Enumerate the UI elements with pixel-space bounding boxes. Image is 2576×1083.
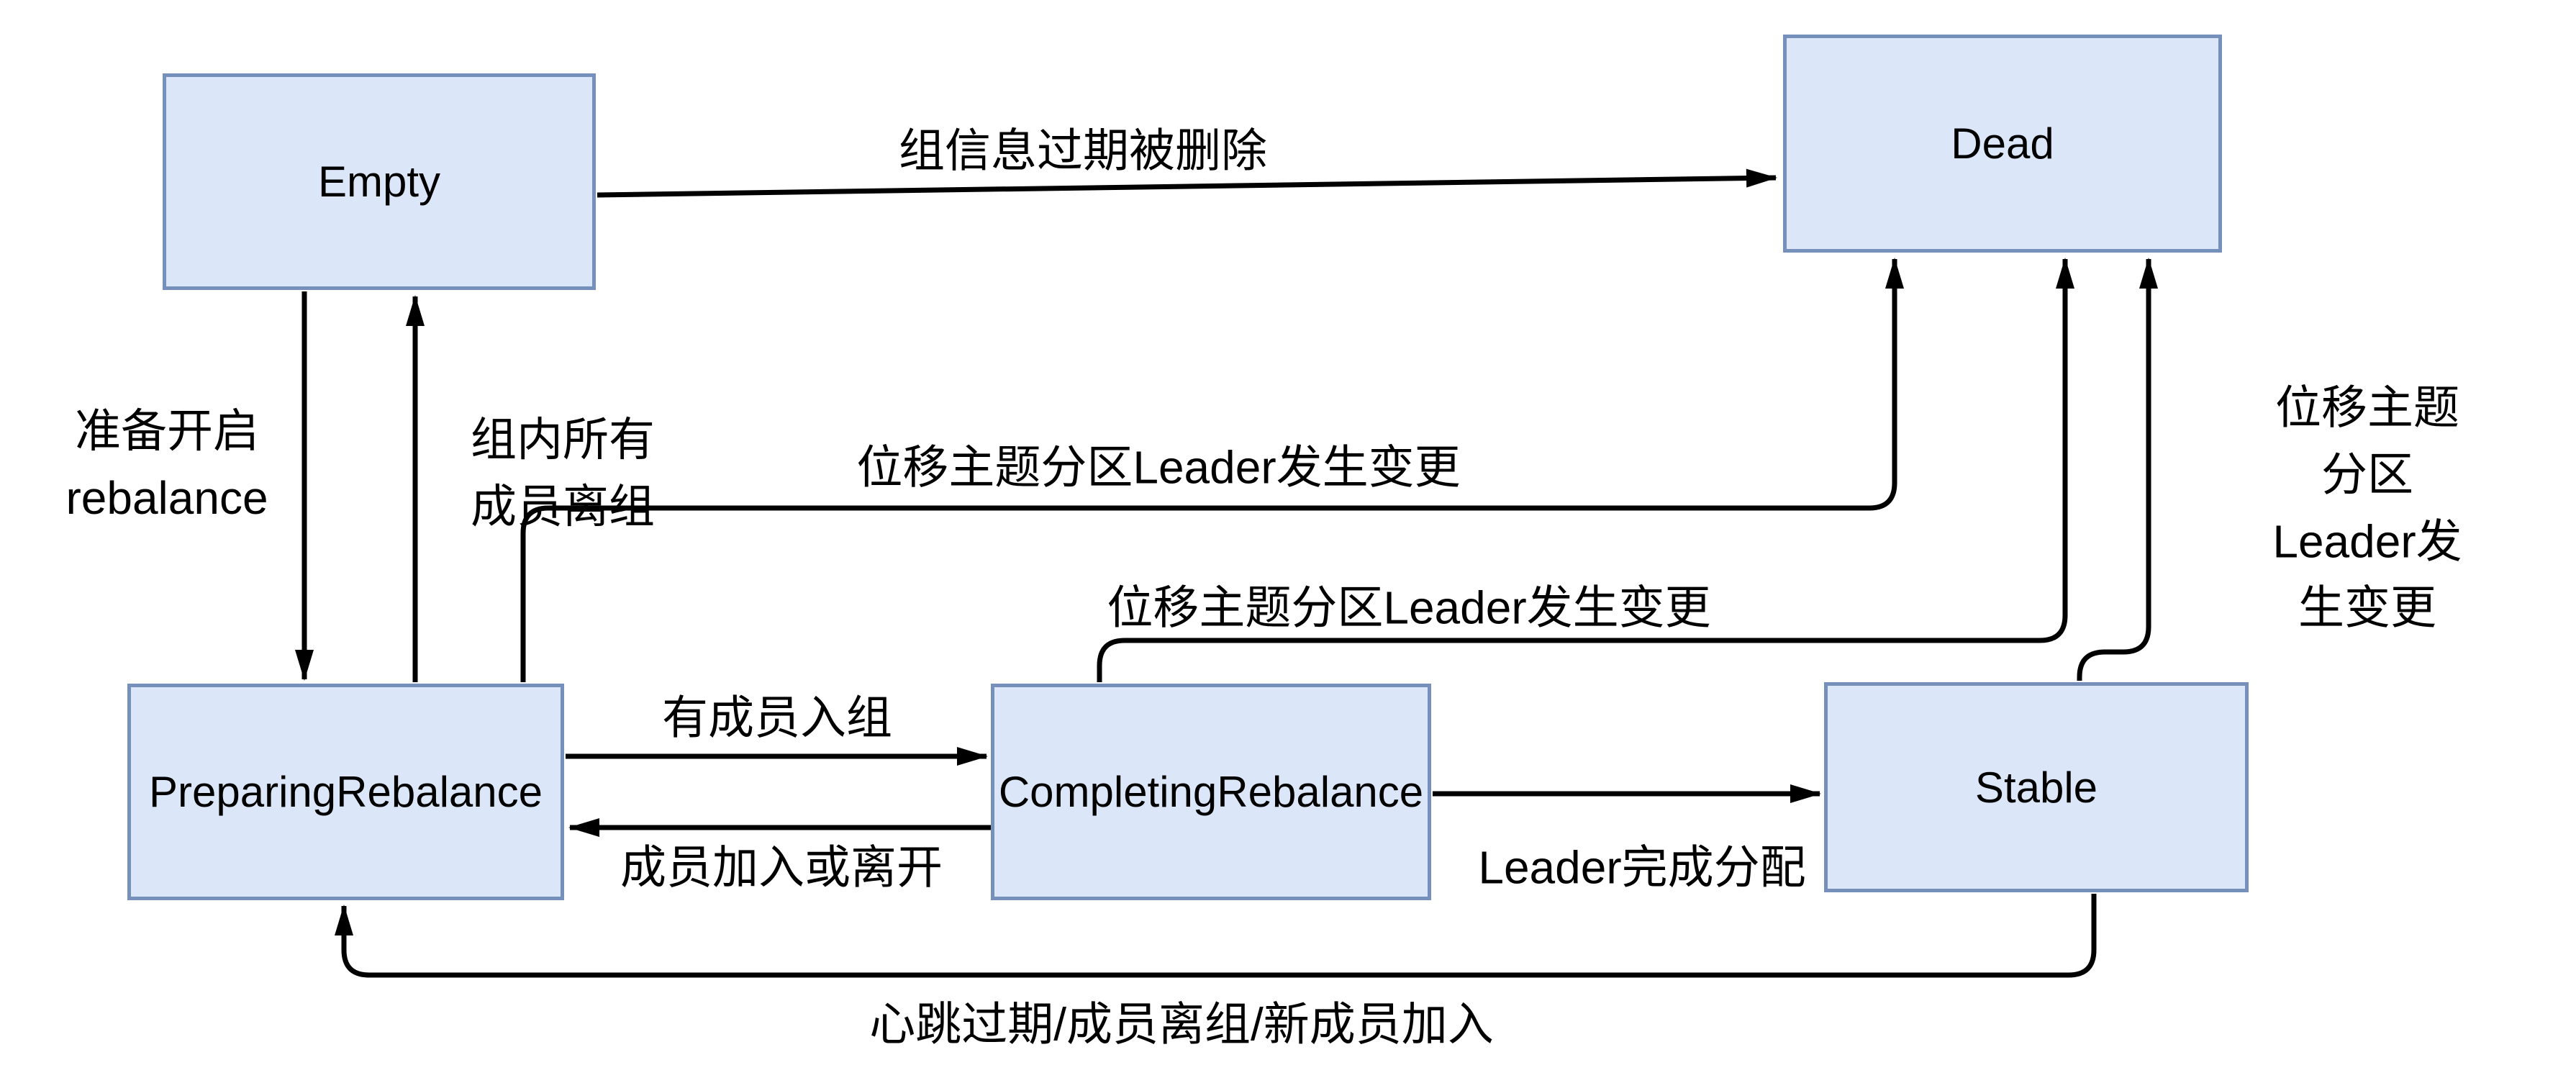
edge-label-stable-to-preparing: 心跳过期/成员离组/新成员加入 <box>869 998 1494 1051</box>
edge-label-empty-to-dead: 组信息过期被删除 <box>899 124 1267 177</box>
state-preparing-rebalance: PreparingRebalance <box>127 684 564 900</box>
state-preparing-rebalance-label: PreparingRebalance <box>148 768 543 816</box>
edge-completing-to-dead <box>1097 258 2074 682</box>
state-dead-label: Dead <box>1951 119 2054 168</box>
edge-label-completing-to-dead: 位移主题分区Leader发生变更 <box>1107 581 1711 634</box>
state-empty-label: Empty <box>317 158 441 206</box>
state-completing-rebalance: CompletingRebalance <box>991 684 1431 900</box>
state-stable-label: Stable <box>1974 763 2098 812</box>
state-empty: Empty <box>163 73 596 290</box>
state-stable: Stable <box>1824 682 2249 892</box>
state-dead: Dead <box>1783 35 2222 253</box>
edge-stable-to-preparing <box>335 894 2097 978</box>
edge-stable-to-dead <box>2077 258 2158 681</box>
edge-preparing-to-dead <box>520 258 1904 682</box>
edge-label-stable-to-dead: 位移主题分区 Leader发生变更 <box>2272 381 2462 634</box>
edge-empty-to-dead <box>597 168 1777 198</box>
edge-label-completing-to-preparing: 成员加入或离开 <box>620 841 943 894</box>
edge-label-preparing-to-dead: 位移主题分区Leader发生变更 <box>856 441 1461 494</box>
edge-label-preparing-to-completing: 有成员入组 <box>662 692 892 744</box>
edge-label-empty-to-preparing: 准备开启 rebalance <box>65 405 268 524</box>
edge-label-completing-to-stable: Leader完成分配 <box>1478 841 1806 894</box>
edge-label-preparing-to-empty: 组内所有 成员离组 <box>471 414 655 533</box>
state-completing-rebalance-label: CompletingRebalance <box>998 768 1424 816</box>
